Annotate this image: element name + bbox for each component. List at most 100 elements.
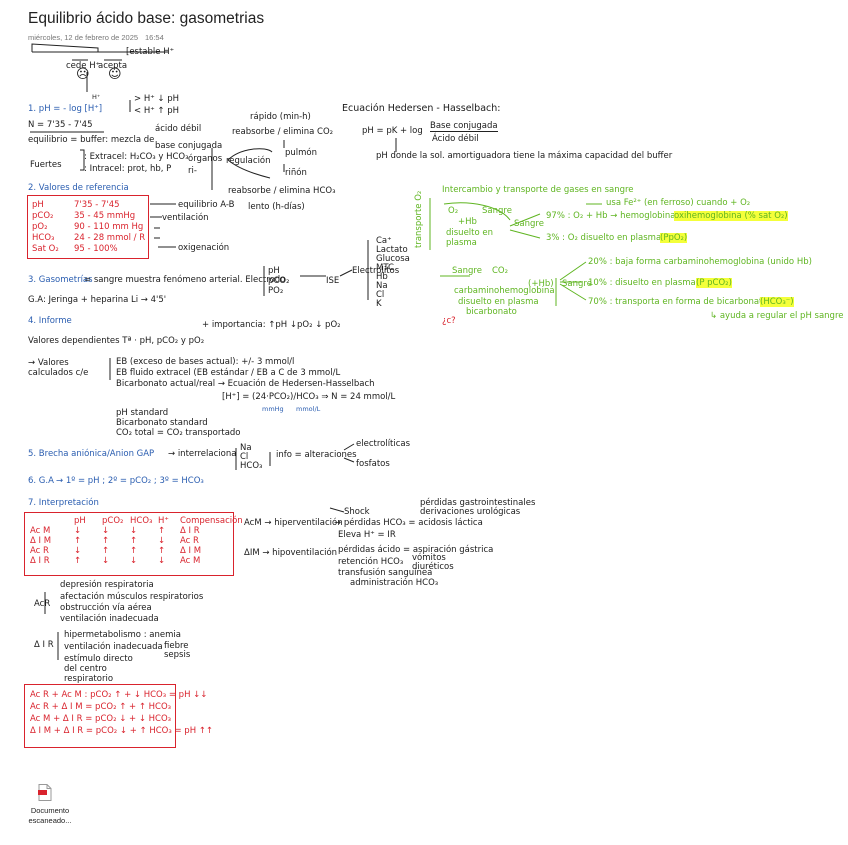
table-cell: ↓: [130, 556, 138, 566]
green-sangre: Sangre: [482, 206, 512, 216]
s1-equilibrio: equilibrio = buffer: mezcla de: [28, 135, 155, 145]
ref-val: 90 - 110 mm Hg: [74, 222, 144, 232]
table-header: [30, 516, 74, 526]
combo-line: Ac R + Ac M : pCO₂ ↑ + ↓ HCO₃ = pH ↓↓: [30, 690, 208, 700]
s4-heading: 4. Informe: [28, 316, 72, 326]
air-side: sepsis: [164, 650, 191, 660]
s5-inter: → interrelaciona: [168, 449, 237, 459]
table-cell: ↓: [130, 526, 138, 536]
table-cell: ↓: [102, 556, 110, 566]
table-cell: Δ I M: [30, 536, 52, 546]
table-cell: ↑: [158, 546, 166, 556]
s3-list-item: Cl: [376, 290, 385, 300]
s3-electrolitos: Electrolitos: [352, 266, 400, 276]
green-hb: +Hb: [458, 217, 477, 227]
intro-estable: [estable H⁺: [126, 47, 175, 57]
aim-item: pérdidas ácido = aspiración gástrica: [338, 545, 494, 555]
table-cell: ↑: [74, 536, 82, 546]
table-cell: Ac R: [180, 536, 199, 546]
s3-param: pH: [268, 266, 280, 276]
s4-valores: Valores dependientes Tª · pH, pCO₂ y pO₂: [28, 336, 205, 346]
ref-val: 95 - 100%: [74, 244, 118, 254]
green-pct10: 10% : disuelto en plasma: [588, 278, 696, 288]
s5-ion: HCO₃: [240, 461, 263, 471]
page-title: Equilibrio ácido base: gasometrias: [28, 10, 265, 27]
table-row: Ac R↓↑↑↑Δ I M: [30, 546, 247, 556]
page-date: miércoles, 12 de febrero de 2025: [28, 33, 139, 42]
air-item: ventilación inadecuada: [64, 642, 163, 652]
green-o2: O₂: [448, 206, 459, 216]
combo-line: Ac M + Δ I R = pCO₂ ↓ + ↓ HCO₃: [30, 714, 172, 724]
table-cell: ↑: [130, 536, 138, 546]
s4-calc: → Valores calculados c/e: [28, 358, 89, 378]
s2-ab: equilibrio A-B: [178, 200, 235, 210]
table-header: pH: [74, 516, 86, 526]
interpretation-table: pH pCO₂ HCO₃ H⁺ Compensación Ac M↓↓↓↑Δ I…: [30, 516, 247, 566]
file-label[interactable]: Documento escaneado...: [28, 806, 72, 825]
intro-h: H⁺: [92, 93, 101, 101]
green-pct20: 20% : baja forma carbaminohemoglobina (u…: [588, 257, 812, 267]
acm-item: Eleva H⁺ = IR: [338, 530, 396, 540]
s1-normal: N = 7'35 - 7'45: [28, 120, 93, 130]
acm-item: Shock: [344, 507, 370, 517]
s1-intracel: : Intracel: prot, hb, P: [84, 164, 172, 174]
s3-list-item: Lactato: [376, 245, 408, 255]
table-cell: ↑: [158, 526, 166, 536]
aim-item: retención HCO₃: [338, 557, 404, 567]
s2-oxig: oxigenación: [178, 243, 230, 253]
s3-list-item: Glucosa: [376, 254, 410, 264]
ref-key: pO₂: [32, 222, 48, 232]
green-pct3: 3% : O₂ disuelto en plasma: [546, 233, 662, 243]
green-hb2: (+Hb): [528, 279, 554, 289]
pdf-file-icon[interactable]: [38, 784, 52, 801]
combo-line: Δ I M + Δ I R = pCO₂ ↓ + ↑ HCO₃ = pH ↑↑: [30, 726, 214, 736]
hh-numerator: Base conjugada: [430, 121, 498, 132]
s1-extracel: : Extracel: H₂CO₃ y HCO₃: [84, 152, 189, 162]
hh-formula: pH = pK + log: [362, 126, 423, 136]
s4-item: Bicarbonato standard: [116, 418, 208, 428]
s1-lento: lento (h-días): [248, 202, 305, 212]
green-disuelto: disuelto en plasma: [446, 228, 494, 248]
s6-text: → 1º = pH ; 2º = pCO₂ ; 3º = HCO₃: [56, 476, 204, 486]
acr-label: AcR: [34, 599, 51, 609]
hh-denominator: Ácido débil: [432, 134, 479, 144]
green-bic: bicarbonato: [466, 307, 517, 317]
hh-title: Ecuación Hedersen - Hasselbach:: [342, 103, 501, 114]
table-cell: Δ I R: [30, 556, 50, 566]
intro-acepta: acepta: [98, 61, 128, 71]
s4-item: Bicarbonato actual/real → Ecuación de He…: [116, 379, 375, 389]
acr-item: depresión respiratoria: [60, 580, 154, 590]
green-dis2: disuelto en plasma: [458, 297, 539, 307]
table-cell: Δ I R: [180, 526, 200, 536]
reference-values-box: [27, 195, 149, 259]
s4-eqn: [H⁺] = (24·PCO₂)/HCO₃ ⇒ N = 24 mmol/L: [222, 392, 396, 402]
s4-item: CO₂ total = CO₂ transportado: [116, 428, 241, 438]
green-ci: ¿c?: [442, 316, 456, 326]
s1-formula: 1. pH = - log [H⁺]: [28, 104, 103, 114]
green-sangre2: Sangre: [514, 219, 544, 229]
green-oxy: oxihemoglobina (% sat O₂): [674, 211, 788, 221]
s3-list-item: Ca⁺: [376, 236, 392, 246]
acr-item: afectación músculos respiratorios: [60, 592, 204, 602]
acr-item: ventilación inadecuada: [60, 614, 159, 624]
base-face-icon: ☺: [108, 67, 122, 82]
green-hco3: (HCO₃⁻): [760, 297, 794, 307]
s1-organos: órganos: [188, 154, 223, 164]
green-co2: CO₂: [492, 266, 509, 276]
s1-rel1: > H⁺ ↓ pH: [134, 94, 180, 104]
table-header-row: pH pCO₂ HCO₃ H⁺ Compensación: [30, 516, 247, 526]
green-sangre4: Sangre: [562, 279, 592, 289]
s3-heading: 3. Gasometrías: [28, 275, 93, 285]
ref-val: 24 - 28 mmol / R: [74, 233, 146, 243]
hh-description: pH donde la sol. amortiguadora tiene la …: [376, 151, 673, 161]
green-pct70: 70% : transporta en forma de bicarbonato: [588, 297, 768, 307]
s1-pulmon: pulmón: [285, 148, 318, 158]
table-row: Δ I M↑↑↑↓Ac R: [30, 536, 247, 546]
aim-note: administración HCO₃: [350, 578, 439, 588]
table-cell: ↑: [74, 556, 82, 566]
acm-item: → pérdidas HCO₃ = acidosis láctica: [334, 518, 483, 528]
s3-list-item: K: [376, 299, 382, 309]
acm-note: pérdidas gastrointestinales: [420, 498, 536, 508]
s2-vent: ventilación: [162, 213, 209, 223]
green-ayuda: ↳ ayuda a regular el pH sangre: [710, 311, 844, 321]
